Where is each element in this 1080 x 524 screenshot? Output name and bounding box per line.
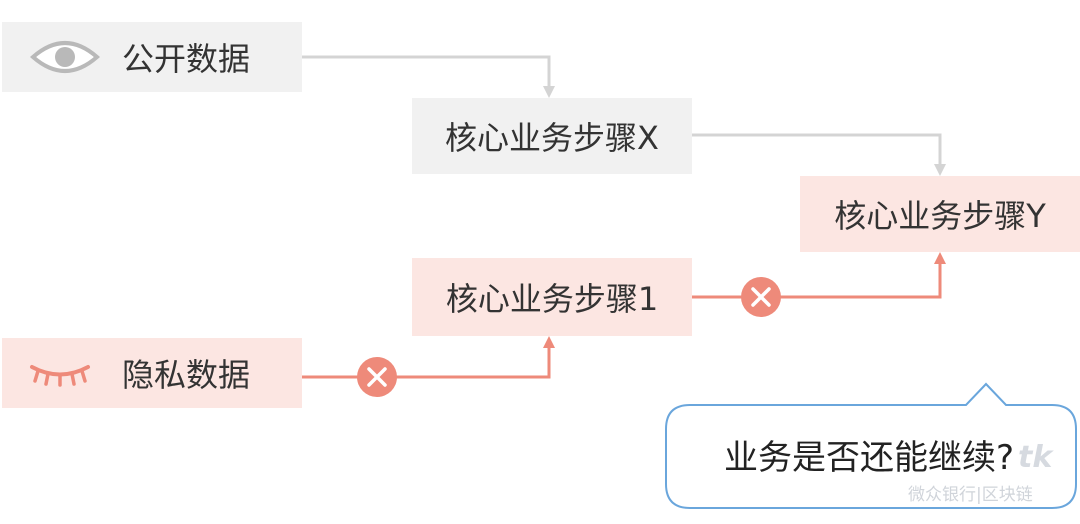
connector-step-x-to-step-y [692,133,942,166]
public-data-label: 公开数据 [122,40,251,78]
public-data-node: 公开数据 [2,22,302,92]
connector-step-1-to-step-y [692,262,942,299]
watermark-text: 微众银行|区块链 [908,485,1033,505]
step-y-node: 核心业务步骤Y [800,176,1080,252]
watermark-logo: tk [1018,440,1053,475]
question-text: 业务是否还能继续? [723,438,1015,478]
step-1-label: 核心业务步骤1 [445,280,659,318]
arrowhead-step-x [543,86,555,98]
arrowhead-step-y [934,164,946,176]
step-1-node: 核心业务步骤1 [412,258,692,336]
closed-eye-icon [30,365,90,387]
arrowhead-step-1 [543,336,555,348]
private-data-node: 隐私数据 [2,338,302,408]
step-x-node: 核心业务步骤X [412,98,692,174]
connector-private-to-step-1 [302,346,551,379]
speech-bubble [665,382,1077,509]
eye-icon [30,41,100,73]
step-y-label: 核心业务步骤Y [834,197,1046,235]
step-x-label: 核心业务步骤X [445,119,659,157]
private-data-label: 隐私数据 [122,356,251,394]
arrowhead-step-y-red [934,252,946,264]
x-circle-icon [357,357,397,397]
x-circle-icon [741,277,781,317]
connector-public-to-step-x [302,55,551,88]
